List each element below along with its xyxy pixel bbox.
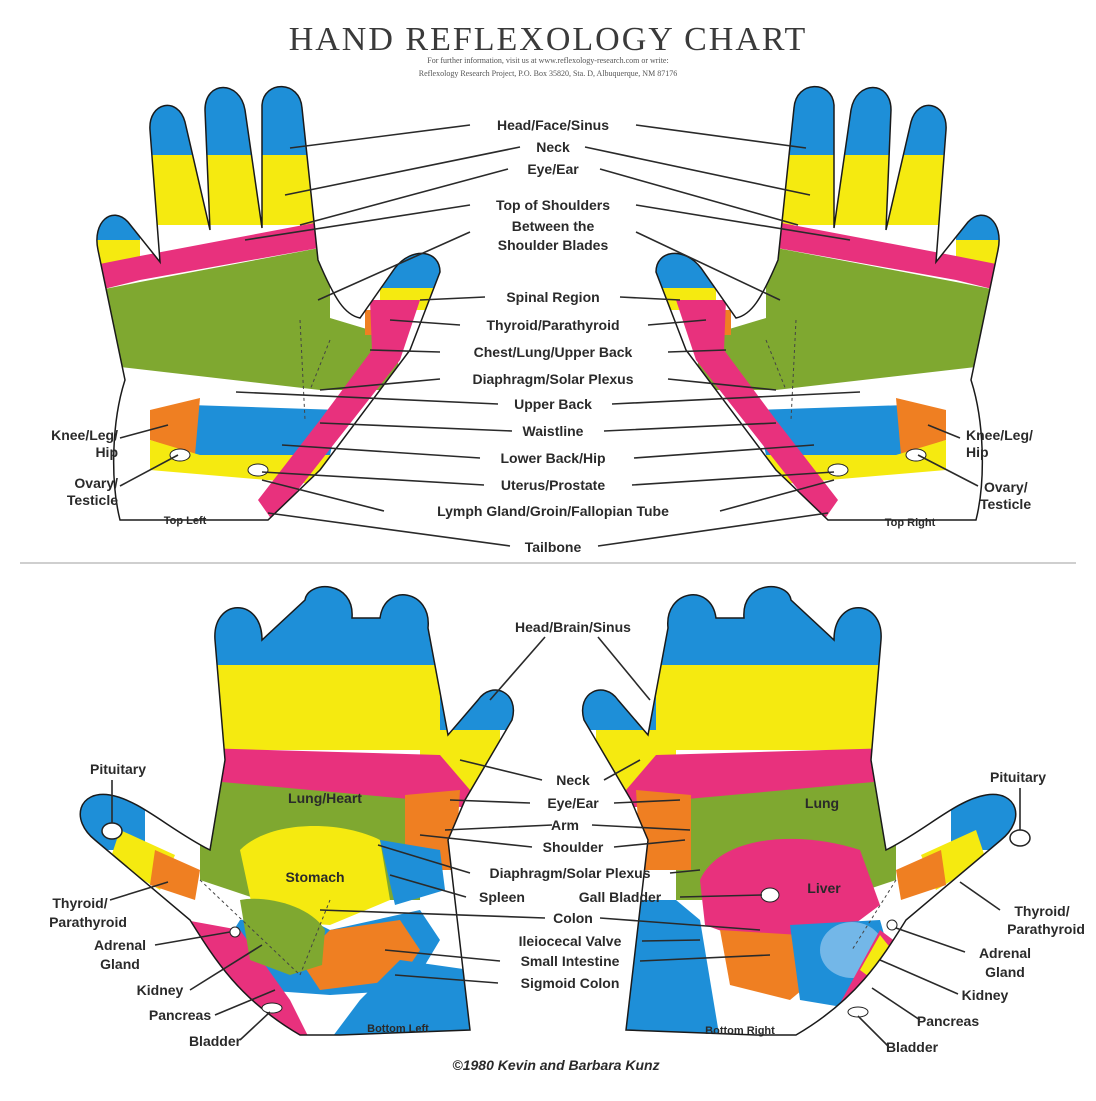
label-lung-heart: Lung/Heart xyxy=(288,790,362,806)
label-pancreas-left: Pancreas xyxy=(149,1007,211,1023)
caption-top-left: Top Left xyxy=(164,515,207,527)
caption-bottom-right: Bottom Right xyxy=(705,1025,775,1037)
label-uterus-prostate: Uterus/Prostate xyxy=(501,477,605,493)
label-neck-top: Neck xyxy=(536,139,570,155)
pituitary-marker-right xyxy=(1010,830,1030,846)
label-eye-ear-bottom: Eye/Ear xyxy=(547,795,599,811)
label-knee-left-2: Hip xyxy=(95,444,118,460)
label-lung: Lung xyxy=(805,795,839,811)
label-ovary-right-1: Ovary/ xyxy=(984,479,1028,495)
caption-top-right: Top Right xyxy=(885,517,936,529)
label-diaphragm-bottom: Diaphragm/Solar Plexus xyxy=(489,865,650,881)
bottom-left-hand xyxy=(60,580,540,1050)
label-pituitary-left: Pituitary xyxy=(90,761,146,777)
label-head-brain-sinus: Head/Brain/Sinus xyxy=(515,619,631,635)
label-pancreas-right: Pancreas xyxy=(917,1013,979,1029)
label-tailbone: Tailbone xyxy=(525,539,582,555)
label-ovary-right-2: Testicle xyxy=(980,496,1031,512)
label-head-face-sinus: Head/Face/Sinus xyxy=(497,117,609,133)
label-ovary-left-2: Testicle xyxy=(67,492,118,508)
label-chest-lung-upper-back: Chest/Lung/Upper Back xyxy=(474,344,633,360)
pituitary-marker-left xyxy=(102,823,122,839)
label-stomach: Stomach xyxy=(285,869,344,885)
label-shoulder-blades: Shoulder Blades xyxy=(498,237,609,253)
label-kidney-left: Kidney xyxy=(137,982,184,998)
label-adrenal-right-2: Gland xyxy=(985,964,1025,980)
label-arm: Arm xyxy=(551,817,579,833)
label-thyroid-right-2: Parathyroid xyxy=(1007,921,1085,937)
label-colon: Colon xyxy=(553,910,593,926)
chart-title: Hand Reflexology Chart xyxy=(289,21,808,58)
adrenal-marker-left xyxy=(230,927,240,937)
bladder-marker-left xyxy=(262,1003,282,1013)
adrenal-marker-right xyxy=(887,920,897,930)
label-ovary-left-1: Ovary/ xyxy=(74,475,118,491)
label-gall-bladder: Gall Bladder xyxy=(579,889,662,905)
label-waistline: Waistline xyxy=(523,423,584,439)
label-spleen: Spleen xyxy=(479,889,525,905)
label-lymph-gland: Lymph Gland/Groin/Fallopian Tube xyxy=(437,503,669,519)
label-knee-left-1: Knee/Leg/ xyxy=(51,427,118,443)
label-thyroid-parathyroid-top: Thyroid/Parathyroid xyxy=(486,317,619,333)
label-adrenal-left-2: Gland xyxy=(100,956,140,972)
ovary-marker-left xyxy=(170,449,190,461)
label-bladder-right: Bladder xyxy=(886,1039,939,1055)
copyright-text: ©1980 Kevin and Barbara Kunz xyxy=(452,1057,659,1073)
label-neck-bottom: Neck xyxy=(556,772,590,788)
label-diaphragm-top: Diaphragm/Solar Plexus xyxy=(472,371,633,387)
ovary-marker-right xyxy=(906,449,926,461)
bottom-right-hand xyxy=(556,580,1036,1050)
label-knee-right-2: Hip xyxy=(966,444,989,460)
label-eye-ear-top: Eye/Ear xyxy=(527,161,579,177)
label-between-the: Between the xyxy=(512,218,595,234)
label-kidney-right: Kidney xyxy=(962,987,1009,1003)
label-lower-back-hip: Lower Back/Hip xyxy=(500,450,605,466)
label-knee-right-1: Knee/Leg/ xyxy=(966,427,1033,443)
label-top-of-shoulders: Top of Shoulders xyxy=(496,197,610,213)
label-bladder-left: Bladder xyxy=(189,1033,242,1049)
bladder-marker-right xyxy=(848,1007,868,1017)
label-spinal-region: Spinal Region xyxy=(506,289,599,305)
label-adrenal-right-1: Adrenal xyxy=(979,945,1031,961)
top-center-labels: Head/Face/Sinus Neck Eye/Ear Top of Shou… xyxy=(437,117,669,555)
caption-bottom-left: Bottom Left xyxy=(367,1023,429,1035)
label-thyroid-left-1: Thyroid/ xyxy=(52,895,107,911)
chart-subtitle-2: Reflexology Research Project, P.O. Box 3… xyxy=(419,69,677,78)
label-liver: Liver xyxy=(807,880,841,896)
label-adrenal-left-1: Adrenal xyxy=(94,937,146,953)
lymph-marker-left xyxy=(248,464,268,476)
label-ileiocecal-valve: Ileiocecal Valve xyxy=(519,933,622,949)
label-sigmoid-colon: Sigmoid Colon xyxy=(521,975,620,991)
label-thyroid-right-1: Thyroid/ xyxy=(1014,903,1069,919)
lymph-marker-right xyxy=(828,464,848,476)
chart-subtitle-1: For further information, visit us at www… xyxy=(427,56,668,65)
label-pituitary-right: Pituitary xyxy=(990,769,1046,785)
label-small-intestine: Small Intestine xyxy=(521,953,620,969)
label-upper-back: Upper Back xyxy=(514,396,592,412)
gall-bladder-marker xyxy=(761,888,779,902)
label-shoulder: Shoulder xyxy=(543,839,604,855)
label-thyroid-left-2: Parathyroid xyxy=(49,914,127,930)
